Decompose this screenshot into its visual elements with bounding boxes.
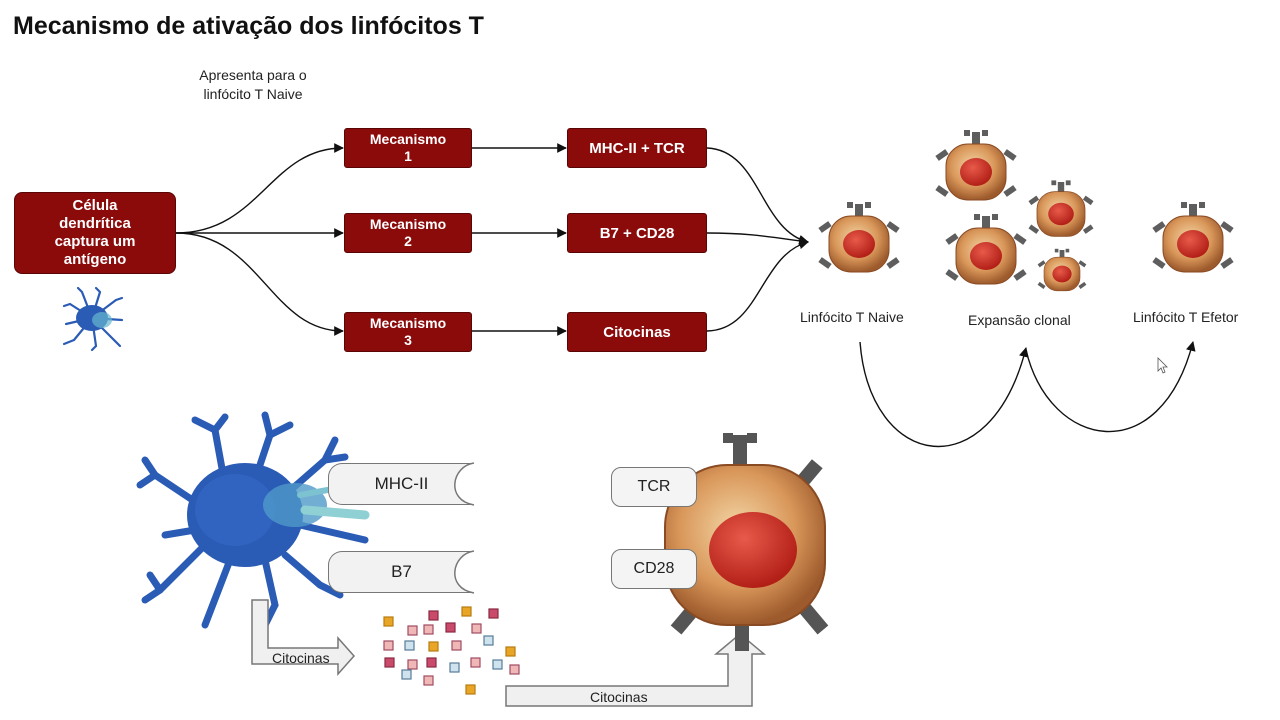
cytokine-bottom-label: Citocinas (590, 689, 648, 705)
mhc-ii-label: MHC-II (374, 474, 429, 493)
mouse-cursor-icon (1157, 357, 1168, 374)
dendritic-cell-box: Célula dendrítica captura um antígeno (14, 192, 176, 274)
page-title: Mecanismo de ativação dos linfócitos T (13, 12, 484, 40)
arrow-result3-naive (706, 239, 809, 332)
mechanism-1-number: 1 (404, 148, 412, 164)
mhc-ii-receptor: MHC-II (328, 463, 474, 505)
tcr-receptor: TCR (611, 467, 697, 507)
mechanism-3-number: 3 (404, 332, 412, 348)
mechanism-3-label: Mecanismo (369, 315, 447, 331)
presentation-note-line2: linfócito T Naive (203, 86, 303, 102)
arrow-naive-to-expansion (859, 341, 1029, 447)
arrow-to-mechanism-1 (175, 143, 344, 234)
mechanism-2-box: Mecanismo 2 (344, 213, 472, 253)
presentation-note: Apresenta para o linfócito T Naive (178, 66, 328, 104)
result-2-box: B7 + CD28 (567, 213, 707, 253)
mechanism-1-box: Mecanismo 1 (344, 128, 472, 168)
dendritic-line-2: dendrítica (59, 215, 131, 232)
cytokine-left-label: Citocinas (272, 650, 330, 666)
result-1-box: MHC-II + TCR (567, 128, 707, 168)
arrow-to-mechanism-3 (175, 232, 344, 336)
dendritic-line-1: Célula (72, 197, 118, 214)
b7-label: B7 (391, 562, 412, 581)
mechanism-3-box: Mecanismo 3 (344, 312, 472, 352)
arrow-result2-naive (706, 232, 809, 246)
arrow-result1-naive (706, 147, 809, 245)
naive-caption: Linfócito T Naive (800, 309, 904, 325)
presentation-note-line1: Apresenta para o (199, 67, 307, 83)
arrow-expansion-to-effector (1025, 341, 1196, 433)
mechanism-2-number: 2 (404, 233, 412, 249)
mechanism-1-label: Mecanismo (369, 131, 447, 147)
cd28-label: CD28 (633, 560, 675, 577)
b7-receptor: B7 (328, 551, 474, 593)
mechanism-2-label: Mecanismo (369, 216, 447, 232)
expansion-caption: Expansão clonal (968, 312, 1071, 328)
result-3-box: Citocinas (567, 312, 707, 352)
result-2-label: B7 + CD28 (599, 224, 675, 242)
cd28-receptor: CD28 (611, 549, 697, 589)
effector-caption: Linfócito T Efetor (1133, 309, 1239, 325)
dendritic-line-3: captura um (54, 233, 136, 250)
result-3-label: Citocinas (603, 323, 671, 341)
dendritic-line-4: antígeno (63, 251, 127, 268)
result-1-label: MHC-II + TCR (589, 139, 685, 157)
tcr-label: TCR (637, 478, 671, 495)
